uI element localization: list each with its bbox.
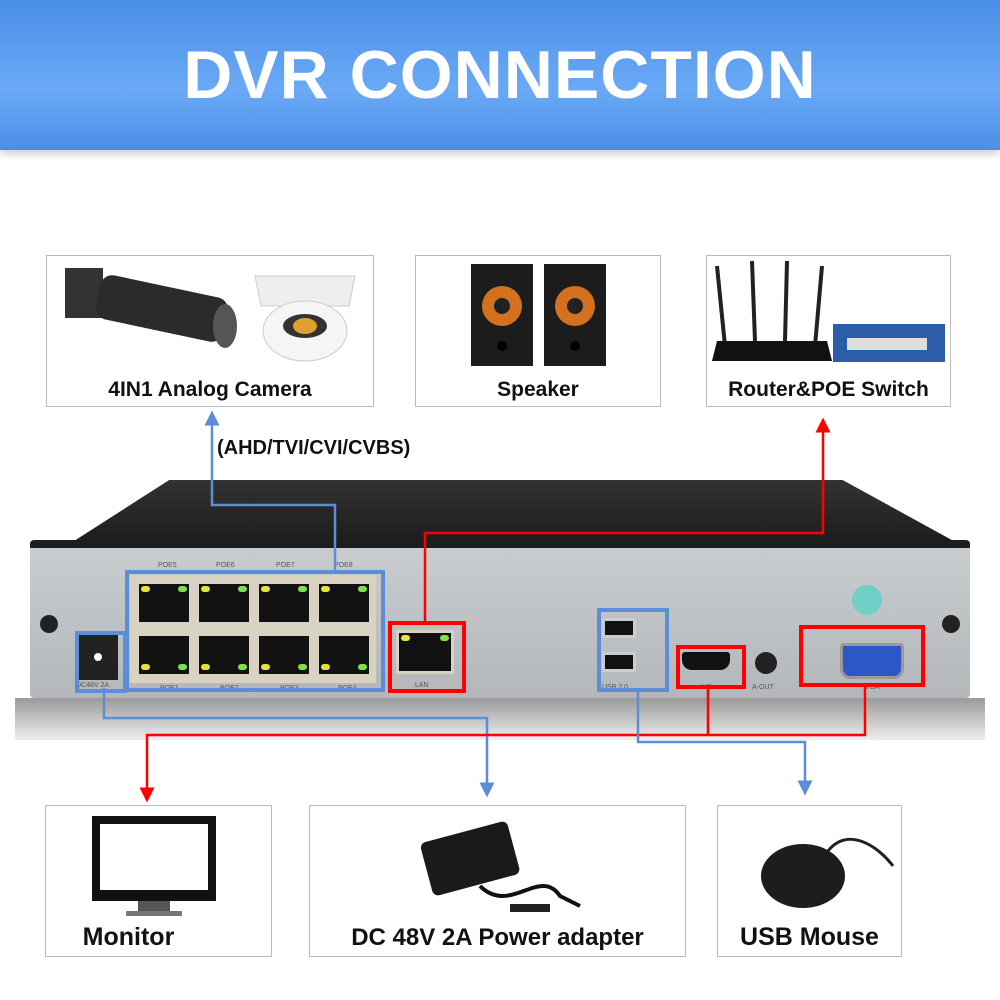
speaker-icon: [471, 264, 606, 366]
screw-left: [40, 615, 58, 633]
usb-label: USB 2.0: [602, 684, 629, 691]
router-card: Router&POE Switch: [706, 255, 951, 407]
speaker-label: Speaker: [497, 378, 579, 401]
hdmi-port: [682, 652, 730, 670]
monitor-line: [139, 683, 867, 803]
title-banner: DVR CONNECTION: [0, 0, 1000, 150]
lan-highlight: [388, 621, 466, 693]
qc-sticker: [852, 585, 882, 615]
mouse-label: USB Mouse: [740, 923, 879, 951]
usb-port-1: [602, 618, 636, 638]
poe5-port: [136, 581, 192, 625]
poe5-label: POE5: [158, 562, 177, 569]
camera-line: [204, 410, 337, 572]
monitor-icon: [92, 816, 216, 916]
poe-highlight: [125, 570, 385, 692]
monitor-label: Monitor: [82, 923, 175, 951]
hdmi-highlight: [676, 645, 746, 689]
camera-label: 4IN1 Analog Camera: [108, 378, 312, 401]
dvr-rear-panel: DC48V 2A POE5 POE6 POE7 POE8 POE1 POE2 P…: [30, 540, 970, 698]
router-label: Router&POE Switch: [728, 378, 929, 401]
router-line: [423, 417, 831, 622]
monitor-card: Monitor: [45, 805, 272, 957]
poe3-port: [256, 633, 312, 677]
router-icon: [712, 260, 945, 362]
power-label: DC 48V 2A Power adapter: [351, 924, 644, 951]
mouse-card: USB Mouse: [717, 805, 902, 957]
power-adapter-icon: [420, 821, 581, 912]
poe6-port: [196, 581, 252, 625]
poe-port-block: [130, 575, 376, 683]
mouse-line: [636, 688, 813, 796]
lan-label: LAN: [415, 682, 429, 689]
aout-label: A-OUT: [752, 684, 774, 691]
usb-port-2: [602, 652, 636, 672]
poe7-port: [256, 581, 312, 625]
usb-highlight: [597, 608, 669, 692]
signal-types-label: (AHD/TVI/CVI/CVBS): [217, 437, 411, 459]
camera-card: 4IN1 Analog Camera: [46, 255, 374, 407]
vga-highlight: [799, 625, 925, 687]
vga-port: [840, 643, 904, 679]
poe4-port: [316, 633, 372, 677]
dc-highlight: [75, 631, 127, 693]
vga-label: VGA: [865, 684, 880, 691]
mouse-icon: [761, 837, 895, 908]
poe6-label: POE6: [216, 562, 235, 569]
screw-right: [942, 615, 960, 633]
camera-icon: [65, 268, 356, 362]
poe1-port: [136, 633, 192, 677]
poe7-label: POE7: [276, 562, 295, 569]
power-card: DC 48V 2A Power adapter: [309, 805, 686, 957]
poe8-label: POE8: [334, 562, 353, 569]
page-title: DVR CONNECTION: [183, 37, 817, 113]
power-line: [102, 688, 495, 798]
dc-label: DC48V 2A: [76, 682, 110, 689]
dc-power-jack: [78, 635, 118, 680]
poe8-port: [316, 581, 372, 625]
audio-out-port: [755, 652, 777, 674]
speaker-card: Speaker: [415, 255, 661, 407]
lan-port: [396, 630, 454, 674]
poe2-port: [196, 633, 252, 677]
